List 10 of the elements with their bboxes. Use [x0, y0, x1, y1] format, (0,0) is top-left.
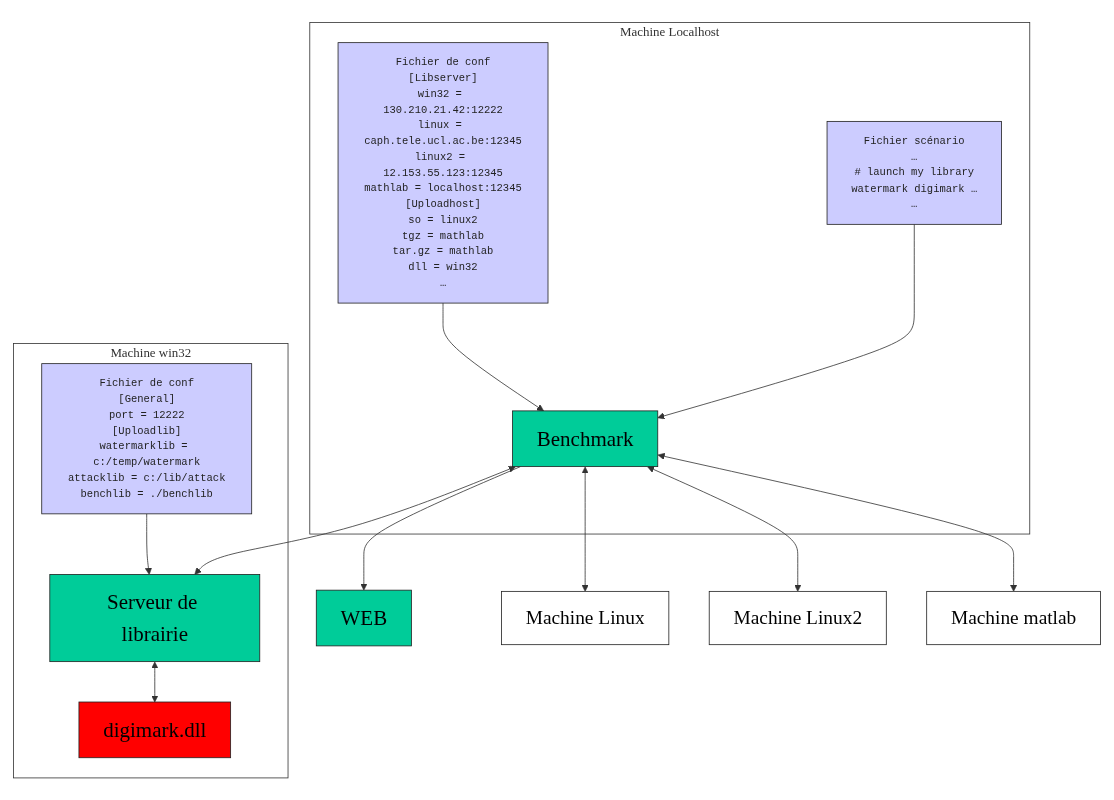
node-box: Benchmark: [512, 410, 659, 467]
node-box: Fichier de conf [Libserver] win32 = 130.210.21.42:12222 linux = caph.tele.ucl.ac.be:12345 linux2 = 12.153.55.123:12345 mathlab = localhost:12345 [Uploadhost] so = linux2 tgz = mathlab tar.gz = mathlab dll = win32 …: [337, 42, 549, 304]
node-box: digimark.dll: [78, 701, 232, 758]
node-box: Machine matlab: [926, 590, 1101, 645]
node-box: WEB: [315, 589, 412, 647]
node-box: Fichier scénario … # launch my library watermark digimark … …: [826, 120, 1002, 225]
node-box: Serveur de librairie: [49, 573, 261, 662]
node-box: Machine Linux: [501, 590, 670, 645]
node-box: Machine Linux2: [708, 590, 887, 645]
node-box: Fichier de conf [General] port = 12222 [Uploadlib] watermarklib = c:/temp/watermark attacklib = c:/lib/attack benchlib = ./benchlib: [41, 363, 253, 515]
